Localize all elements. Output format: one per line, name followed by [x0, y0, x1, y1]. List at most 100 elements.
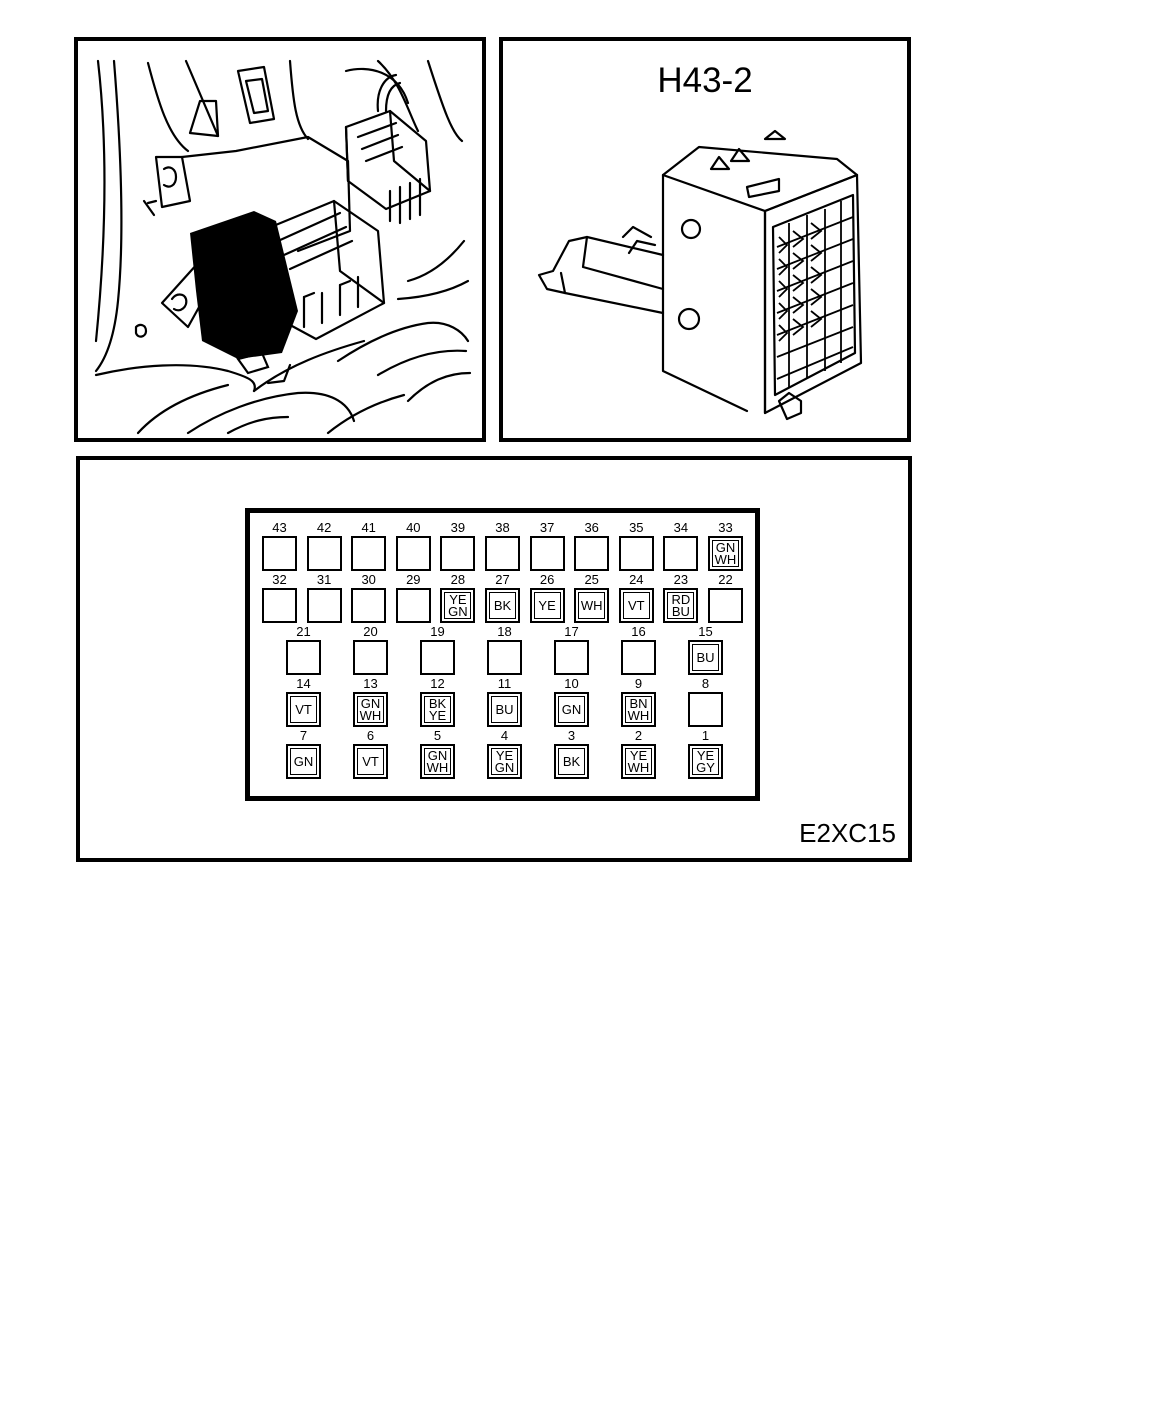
wire-color-code: BU [690, 642, 721, 673]
wire-color: GY [696, 759, 715, 775]
wire-color: GN [494, 759, 515, 775]
pin-box: YE [529, 588, 565, 623]
pin-cavity: 17 [554, 625, 589, 675]
connector-location-drawing [94, 59, 472, 435]
pin-cavity: 21 [286, 625, 321, 675]
pin-box [420, 640, 455, 675]
pin-number: 40 [406, 520, 421, 535]
pin-number: 26 [539, 572, 555, 587]
connector-illustration-panel: H43-2 [499, 37, 911, 442]
pin-number: 4 [500, 728, 509, 743]
wire-color: YE [696, 747, 715, 763]
pin-number: 38 [495, 520, 510, 535]
pin-cavity: 40 [395, 521, 431, 571]
pin-box [286, 640, 321, 675]
connector-housing-drawing [537, 129, 863, 421]
wire-color: WH [359, 707, 382, 723]
wire-color: WH [714, 551, 737, 567]
wire-color: WH [426, 759, 449, 775]
pin-number: 34 [673, 520, 689, 535]
pin-cavity: 8 [688, 677, 723, 727]
pin-box [395, 536, 431, 571]
wire-color: BK [493, 597, 512, 613]
pin-number: 12 [430, 676, 445, 691]
pin-cavity: 20 [353, 625, 388, 675]
pin-number: 30 [361, 572, 376, 587]
pin-cavity: 19 [420, 625, 455, 675]
wire-color: GN [293, 753, 314, 769]
wire-color: RD [671, 591, 691, 607]
pin-cavity: 29 [395, 573, 431, 623]
pin-number: 41 [361, 520, 376, 535]
pin-number: 36 [584, 520, 599, 535]
pin-number: 33 [718, 520, 733, 535]
pin-number: 17 [564, 624, 579, 639]
wire-color: YE [495, 747, 514, 763]
pin-number: 5 [433, 728, 442, 743]
pin-box [554, 640, 589, 675]
pin-number: 6 [366, 728, 375, 743]
wire-color: VT [627, 597, 645, 613]
wire-color: GN [448, 603, 468, 619]
pin-number: 16 [631, 624, 646, 639]
pin-number: 31 [316, 572, 332, 587]
pin-box [306, 536, 342, 571]
pin-box: GN [286, 744, 321, 779]
pin-box: BU [487, 692, 522, 727]
pin-box [688, 692, 723, 727]
pin-cavity: 35 [618, 521, 654, 571]
pin-number: 27 [495, 572, 510, 587]
pin-box: VT [618, 588, 654, 623]
pin-box [529, 536, 565, 571]
wire-color: BU [696, 649, 715, 665]
pin-box [351, 536, 387, 571]
pin-cavity: 34 [663, 521, 699, 571]
pin-box [395, 588, 431, 623]
pin-number: 21 [296, 624, 311, 639]
pin-cavity: 41 [351, 521, 387, 571]
pin-number: 24 [629, 572, 644, 587]
pin-box: VT [286, 692, 321, 727]
wire-color-code: BK [556, 746, 587, 777]
location-illustration-panel [74, 37, 486, 442]
pin-box: BK [485, 588, 520, 623]
pin-box [487, 640, 522, 675]
pin-cavity: 18 [487, 625, 522, 675]
pin-number: 25 [584, 572, 599, 587]
wire-color-code: VT [288, 694, 319, 725]
wire-color: VT [295, 701, 312, 717]
pin-number: 19 [430, 624, 445, 639]
wire-color: GN [561, 701, 582, 717]
pin-cavity: 16 [621, 625, 656, 675]
pin-box [485, 536, 520, 571]
wire-color: GN [427, 747, 448, 763]
pin-number: 20 [363, 624, 378, 639]
pin-box [306, 588, 342, 623]
wire-color-code: BU [489, 694, 520, 725]
wire-color: YE [428, 707, 447, 723]
wire-color-code: BK [487, 590, 518, 621]
